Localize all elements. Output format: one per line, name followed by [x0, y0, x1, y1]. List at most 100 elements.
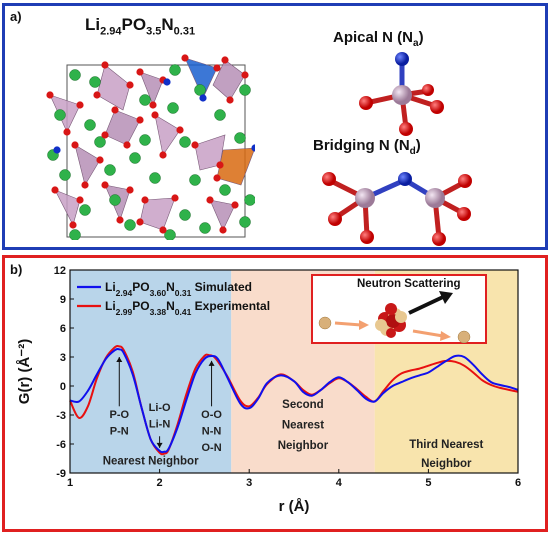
oxygen-atom: [46, 91, 54, 99]
nitrogen-atom: [199, 94, 207, 102]
oxygen-atom: [159, 226, 167, 234]
x-tick-label: 1: [67, 477, 73, 489]
lithium-atom: [79, 204, 91, 216]
oxygen-atom: [206, 196, 214, 204]
lithium-atom: [167, 102, 179, 114]
oxygen-atom: [111, 106, 119, 114]
y-tick-label: -3: [56, 410, 66, 422]
region-label: Third Nearest: [409, 439, 483, 451]
oxygen-atom: [96, 156, 104, 164]
x-tick-label: 2: [157, 477, 163, 489]
peak-annotation: N-N: [202, 425, 222, 437]
region-label: Second: [282, 399, 324, 411]
nitrogen-atom: [53, 146, 61, 154]
oxygen-atom: [136, 116, 144, 124]
lithium-atom: [139, 94, 151, 106]
oxygen-atom: [171, 194, 179, 202]
oxygen-atom: [219, 226, 227, 234]
panel-a: a) Li2.94PO3.5N0.31 Apical N (Na) Bridgi…: [2, 3, 548, 250]
oxygen-atom: [101, 61, 109, 69]
peak-annotation: Li-O: [149, 402, 171, 414]
annotation-arrowhead: [208, 360, 215, 366]
peak-annotation: P-N: [110, 425, 129, 437]
tetrahedron: [139, 71, 164, 106]
y-tick-label: 6: [60, 323, 66, 335]
oxygen-atom: [123, 141, 131, 149]
x-tick-label: 4: [336, 477, 343, 489]
oxygen-atom: [93, 91, 101, 99]
tetrahedron: [154, 114, 181, 156]
lithium-atom: [69, 229, 81, 240]
lithium-atom: [164, 229, 176, 240]
plot-frame: [69, 269, 519, 474]
nucleus-icon: [375, 303, 407, 338]
oxygen-atom: [101, 131, 109, 139]
nitrogen-atom: [163, 78, 171, 86]
oxygen-atom: [213, 174, 221, 182]
y-tick-label: 3: [60, 352, 66, 364]
tetrahedron: [209, 199, 236, 231]
oxygen-atom: [149, 101, 157, 109]
peak-annotation: P-O: [109, 409, 129, 421]
oxygen-atom: [176, 126, 184, 134]
tetrahedron: [104, 109, 141, 146]
tetrahedron: [74, 144, 101, 186]
oxygen-atom: [126, 81, 134, 89]
oxygen-atom: [216, 161, 224, 169]
panel-a-label: a): [10, 9, 22, 24]
lithium-atom: [94, 136, 106, 148]
oxygen-atom: [141, 196, 149, 204]
oxygen-atom: [191, 141, 199, 149]
y-tick-label: -9: [56, 468, 66, 480]
oxygen-atom: [221, 56, 229, 64]
lithium-atom: [234, 132, 246, 144]
lithium-atom: [219, 184, 231, 196]
lithium-atom: [149, 172, 161, 184]
tetrahedron: [216, 147, 255, 186]
x-tick-label: 6: [515, 477, 521, 489]
bridging-n-title: Bridging N (Nd): [313, 137, 421, 157]
x-tick-label: 3: [246, 477, 252, 489]
scattering-illustration: [318, 291, 471, 343]
oxygen-atom: [226, 96, 234, 104]
lithium-atom: [179, 136, 191, 148]
peak-annotation: O-O: [201, 409, 222, 421]
lithium-atom: [214, 109, 226, 121]
lithium-atom: [84, 119, 96, 131]
lithium-atom: [194, 84, 206, 96]
x-axis-title: r (Å): [279, 498, 310, 515]
y-tick-label: -6: [56, 439, 66, 451]
oxygen-atom: [76, 196, 84, 204]
lithium-atom: [124, 219, 136, 231]
y-tick-label: 0: [60, 381, 66, 393]
lithium-atom: [189, 174, 201, 186]
structure-formula: Li2.94PO3.5N0.31: [85, 15, 196, 38]
legend-entry: Li2.94PO3.60N0.31 Simulated: [105, 280, 252, 298]
lithium-atom: [89, 76, 101, 88]
panel-b-label: b): [10, 262, 23, 277]
oxygen-atom: [101, 181, 109, 189]
tetrahedron: [96, 64, 131, 111]
oxygen-atom: [213, 64, 221, 72]
lithium-atom: [54, 109, 66, 121]
lithium-atom: [59, 169, 71, 181]
oxygen-atom: [71, 141, 79, 149]
lithium-atom: [169, 64, 181, 76]
oxygen-atom: [181, 54, 189, 62]
lithium-atom: [139, 134, 151, 146]
lithium-atom: [129, 152, 141, 164]
oxygen-atom: [159, 151, 167, 159]
apical-n-molecule: [359, 52, 444, 136]
legend-entry: Li2.99PO3.38N0.41 Experimental: [105, 299, 270, 317]
y-tick-label: 12: [54, 265, 66, 277]
oxygen-atom: [76, 101, 84, 109]
neutron-inset: Neutron Scattering: [311, 274, 487, 344]
oxygen-atom: [51, 186, 59, 194]
peak-annotation: O-N: [201, 442, 221, 454]
y-tick-label: 9: [60, 294, 66, 306]
tetrahedron: [184, 57, 218, 99]
lithium-atom: [239, 84, 251, 96]
inset-title: Neutron Scattering: [357, 278, 461, 290]
crystal-structure: [46, 54, 255, 240]
